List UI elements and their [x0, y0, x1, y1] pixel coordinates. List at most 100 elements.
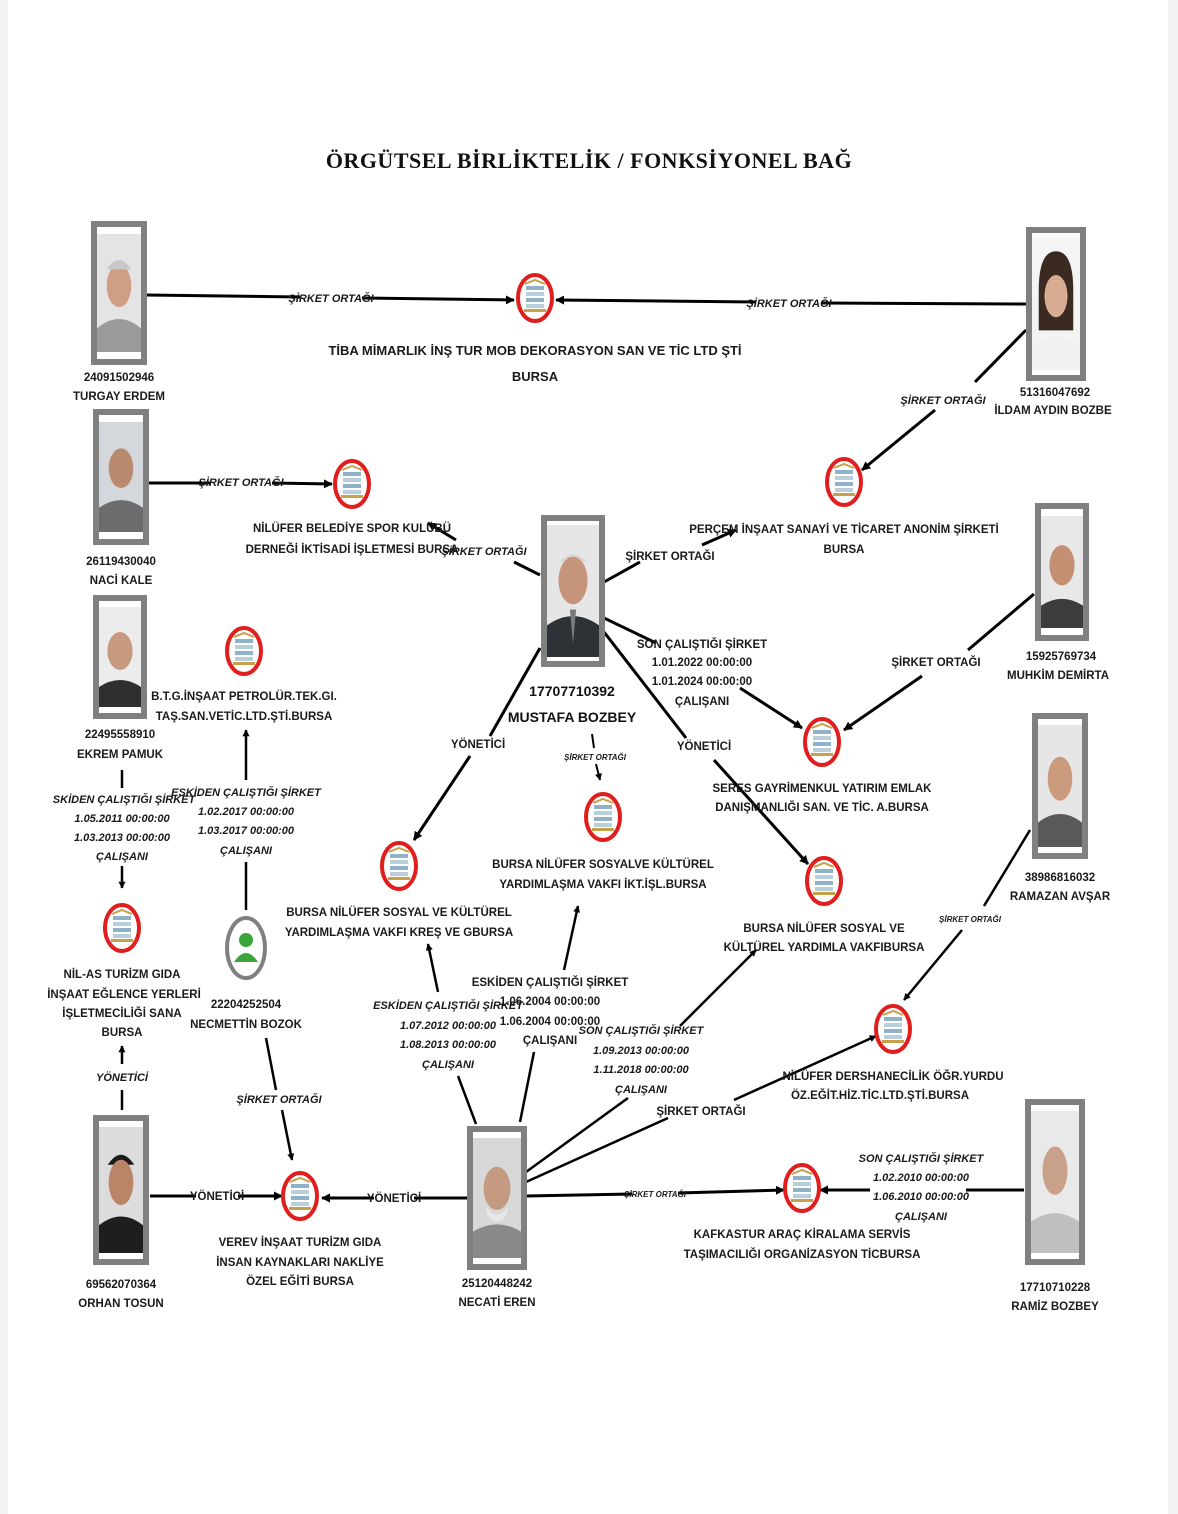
person-id: 51316047692 — [1020, 387, 1090, 399]
building-icon — [805, 856, 843, 906]
company-name-line1: VEREV İNŞAAT TURİZM GIDA — [219, 1236, 382, 1249]
edge-mustafa-isl — [591, 733, 595, 749]
edge-muhkim-seres-b — [843, 674, 923, 732]
edge-necati-kafkas-b — [677, 1185, 785, 1195]
person-turgay[interactable]: 24091502946 TURGAY ERDEM — [73, 221, 165, 403]
edge-label-role: ÇALIŞANI — [422, 1059, 475, 1071]
edge-label-ramazan-dershane: ŞİRKET ORTAĞI — [939, 915, 1002, 924]
edge-label-role: ÇALIŞANI — [523, 1035, 577, 1047]
edge-label-role: ÇALIŞANI — [96, 851, 149, 863]
edge-necati-vakfi-b — [679, 949, 757, 1027]
edge-label-ekrem-nilas: SKİDEN ÇALIŞTIĞI ŞİRKET 1.05.2011 00:00:… — [53, 793, 197, 863]
company-yardimla-vakfi[interactable]: BURSA NİLÜFER SOSYAL VE KÜLTÜREL YARDIML… — [724, 856, 925, 954]
company-percem[interactable]: PERÇEM İNŞAAT SANAYİ VE TİCARET ANONİM Ş… — [689, 457, 999, 556]
edge-label-necati-verev: YÖNETİCİ — [367, 1192, 421, 1205]
building-icon — [803, 717, 841, 767]
edge-ildam-tiba-b — [555, 295, 757, 305]
persons: 24091502946 TURGAY ERDEM 51316047692 İLD… — [73, 221, 1112, 1313]
edge-label-ildam-tiba: ŞİRKET ORTAĞI — [746, 297, 832, 310]
person-necmettin[interactable]: 22204252504 NECMETTİN BOZOK — [190, 916, 303, 1031]
person-ildam[interactable]: 51316047692 İLDAM AYDIN BOZBE — [994, 227, 1112, 417]
edge-label-date1: 1.05.2011 00:00:00 — [74, 813, 170, 825]
edge-label-date2: 1.06.2004 00:00:00 — [500, 1016, 600, 1028]
edge-label-date1: 1.09.2013 00:00:00 — [593, 1045, 690, 1057]
edge-necati-kres — [456, 1075, 478, 1125]
person-ekrem[interactable]: 22495558910 EKREM PAMUK — [77, 595, 164, 761]
person-name: RAMAZAN AVŞAR — [1010, 891, 1111, 903]
person-photo — [473, 1138, 521, 1258]
person-photo — [97, 234, 141, 352]
person-naci[interactable]: 26119430040 NACİ KALE — [86, 409, 156, 587]
person-photo — [99, 607, 141, 707]
edge-label-mustafa-isl: ŞİRKET ORTAĞI — [564, 753, 627, 762]
edge-necmettin-verev-b — [280, 1109, 295, 1161]
edge-label-naci-spor: ŞİRKET ORTAĞI — [198, 476, 284, 489]
company-name-line1: SERES GAYRİMENKUL YATIRIM EMLAK — [713, 782, 933, 795]
company-verev[interactable]: VEREV İNŞAAT TURİZM GIDA İNSAN KAYNAKLAR… — [216, 1171, 384, 1288]
avatar-frame — [225, 916, 267, 980]
company-name-line1: BURSA NİLÜFER SOSYAL VE KÜLTÜREL — [286, 906, 512, 919]
edge-necati-kafkas — [525, 1192, 633, 1198]
person-ramiz[interactable]: 17710710228 RAMİZ BOZBEY — [1011, 1099, 1099, 1313]
company-name-line1: BURSA NİLÜFER SOSYAL VE — [743, 922, 905, 935]
company-name-line2: YARDIMLAŞMA VAKFI KREŞ VE GBURSA — [285, 927, 513, 939]
company-yardimlasma-kres[interactable]: BURSA NİLÜFER SOSYAL VE KÜLTÜREL YARDIML… — [285, 841, 513, 939]
person-id: 26119430040 — [86, 556, 156, 568]
person-muhkim[interactable]: 15925769734 MUHKİM DEMİRTA — [1007, 503, 1109, 682]
document-sheet — [8, 0, 1168, 1514]
building-icon — [825, 457, 863, 507]
person-photo — [1031, 1111, 1079, 1253]
person-orhan[interactable]: 69562070364 ORHAN TOSUN — [78, 1115, 164, 1310]
company-name-line2: DERNEĞİ İKTİSADİ İŞLETMESİ BURSA — [246, 543, 459, 556]
person-photo — [99, 1127, 143, 1253]
edge-label-date2: 1.11.2018 00:00:00 — [593, 1064, 689, 1076]
company-nilas[interactable]: NİL-AS TURİZM GIDA İNŞAAT EĞLENCE YERLER… — [47, 903, 201, 1039]
company-name-line2: ÖZ.EĞİT.HİZ.TİC.LTD.ŞTİ.BURSA — [791, 1089, 969, 1102]
edge-label-type: SON ÇALIŞTIĞI ŞİRKET — [579, 1024, 705, 1037]
edge-label-type: ESKİDEN ÇALIŞTIĞI ŞİRKET — [373, 999, 524, 1012]
edge-label-type: ESKİDEN ÇALIŞTIĞI ŞİRKET — [472, 976, 629, 989]
edge-label-date1: 1.02.2017 00:00:00 — [198, 806, 295, 818]
company-btg[interactable]: B.T.G.İNŞAAT PETROLÜR.TEK.GI. TAŞ.SAN.VE… — [151, 626, 337, 723]
person-name: İLDAM AYDIN BOZBE — [994, 404, 1112, 417]
person-necati[interactable]: 25120448242 NECATİ EREN — [458, 1126, 536, 1309]
edge-label-muhkim-seres: ŞİRKET ORTAĞI — [891, 656, 980, 669]
edge-label-date1: 1.01.2022 00:00:00 — [652, 657, 752, 669]
company-nilufer-spor[interactable]: NİLÜFER BELEDİYE SPOR KULÜBÜ DERNEĞİ İKT… — [246, 459, 459, 556]
edge-label-type: ESKİDEN ÇALIŞTIĞI ŞİRKET — [171, 786, 322, 799]
edge-label-mustafa-vakfi: YÖNETİCİ — [677, 740, 731, 753]
company-seres[interactable]: SERES GAYRİMENKUL YATIRIM EMLAK DANIŞMAN… — [713, 717, 933, 814]
company-name-line3: İŞLETMECİLİĞİ SANA — [62, 1007, 181, 1020]
person-name: RAMİZ BOZBEY — [1011, 1300, 1099, 1313]
company-name-line1: NİLÜFER BELEDİYE SPOR KULÜBÜ — [253, 522, 451, 535]
company-dershane[interactable]: NİLÜFER DERSHANECİLİK ÖĞR.YURDU ÖZ.EĞİT.… — [782, 1004, 1004, 1102]
edge-label-ildam-percem: ŞİRKET ORTAĞI — [900, 394, 986, 407]
edge-mustafa-spor-b — [427, 521, 457, 542]
edge-naci-spor-b — [271, 479, 333, 489]
company-name-line2: İNSAN KAYNAKLARI NAKLİYE — [216, 1256, 384, 1269]
company-kafkastur[interactable]: KAFKASTUR ARAÇ KİRALAMA SERVİS TAŞIMACIL… — [684, 1163, 921, 1261]
edge-mustafa-seres-b — [739, 686, 803, 730]
edge-label-date2: 1.03.2017 00:00:00 — [198, 825, 295, 837]
person-name: ORHAN TOSUN — [78, 1298, 163, 1310]
person-name: MUHKİM DEMİRTA — [1007, 669, 1109, 682]
edge-mustafa-percem-b — [701, 528, 737, 547]
person-id: 22495558910 — [85, 729, 155, 741]
building-icon — [103, 903, 141, 953]
person-id: 69562070364 — [86, 1279, 157, 1291]
person-mustafa[interactable]: 17707710392 MUSTAFA BOZBEY — [508, 515, 637, 725]
edge-label-mustafa-kres: YÖNETİCİ — [451, 738, 505, 751]
company-tiba[interactable]: TİBA MİMARLIK İNŞ TUR MOB DEKORASYON SAN… — [328, 273, 742, 384]
company-name-line1: BURSA NİLÜFER SOSYALVE KÜLTÜREL — [492, 858, 714, 871]
building-icon — [333, 459, 371, 509]
building-icon — [584, 792, 622, 842]
company-yardimlasma-isl[interactable]: BURSA NİLÜFER SOSYALVE KÜLTÜREL YARDIMLA… — [492, 792, 714, 891]
companies: TİBA MİMARLIK İNŞ TUR MOB DEKORASYON SAN… — [47, 273, 1004, 1288]
edge-label-necati-vakfi: SON ÇALIŞTIĞI ŞİRKET 1.09.2013 00:00:00 … — [579, 1024, 705, 1096]
edge-turgay-tiba — [145, 293, 301, 299]
person-name: NACİ KALE — [90, 574, 153, 587]
building-icon — [783, 1163, 821, 1213]
person-ramazan[interactable]: 38986816032 RAMAZAN AVŞAR — [1010, 713, 1111, 903]
edge-label-mustafa-percem: ŞİRKET ORTAĞI — [625, 550, 714, 563]
edge-necmettin-verev — [264, 1037, 278, 1091]
